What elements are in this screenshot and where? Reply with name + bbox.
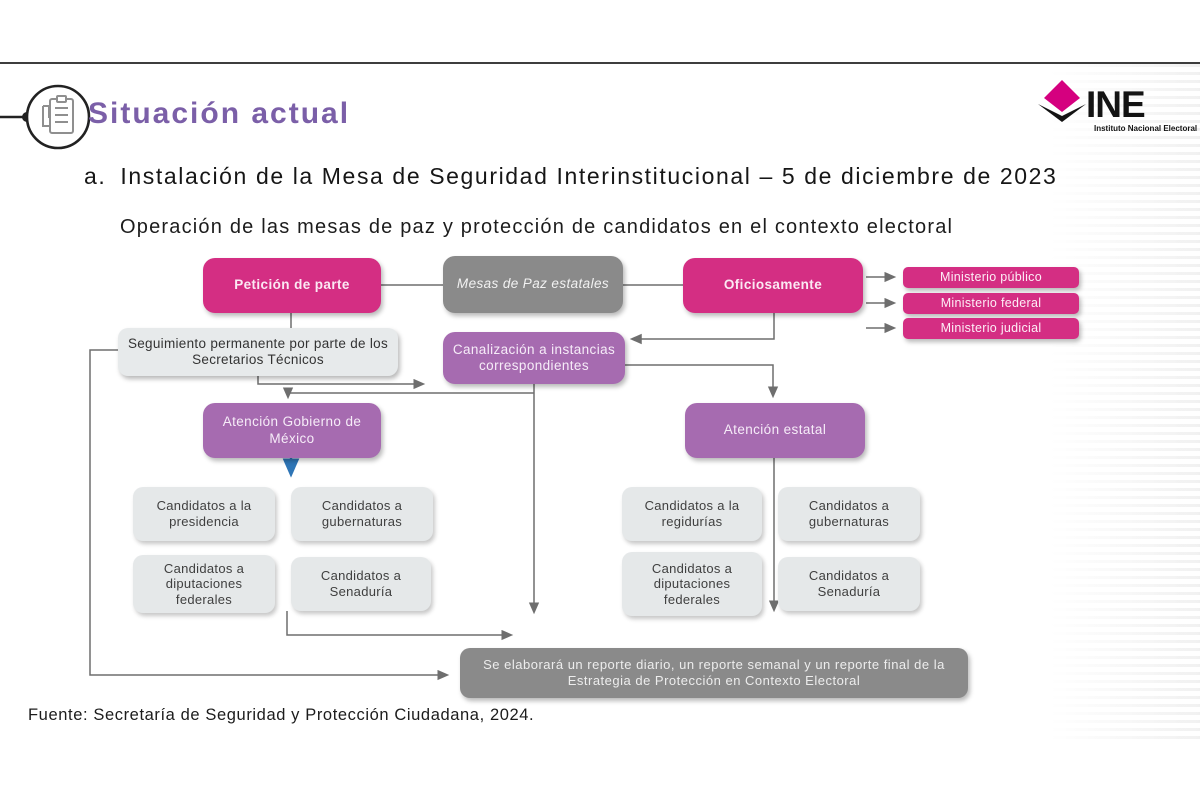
node-candidatos-gubernaturas-izq: Candidatos a gubernaturas <box>291 487 433 541</box>
node-candidatos-senaduria-izq: Candidatos a Senaduría <box>291 557 431 611</box>
heading-list-marker: a. <box>84 163 107 189</box>
heading-text: Instalación de la Mesa de Seguridad Inte… <box>120 163 1058 189</box>
node-seguimiento-permanente: Seguimiento permanente por parte de los … <box>118 328 398 376</box>
node-canalizacion: Canalización a instancias correspondient… <box>443 332 625 384</box>
node-candidatos-gubernaturas-der: Candidatos a gubernaturas <box>778 487 920 541</box>
node-candidatos-diputaciones-izq: Candidatos a diputaciones federales <box>133 555 275 613</box>
node-peticion-de-parte: Petición de parte <box>203 258 381 313</box>
top-divider-line <box>0 62 1200 64</box>
node-candidatos-diputaciones-der: Candidatos a diputaciones federales <box>622 552 762 616</box>
node-oficiosamente: Oficiosamente <box>683 258 863 313</box>
right-stripe-fade <box>1050 64 1200 740</box>
page-title: Situación actual <box>88 97 351 130</box>
node-mesas-de-paz: Mesas de Paz estatales <box>443 256 623 313</box>
node-reporte: Se elaborará un reporte diario, un repor… <box>460 648 968 698</box>
slide-subtitle: Operación de las mesas de paz y protecci… <box>120 216 954 238</box>
node-atencion-gobierno: Atención Gobierno de México <box>203 403 381 458</box>
node-candidatos-regidurias: Candidatos a la regidurías <box>622 487 762 541</box>
node-atencion-estatal: Atención estatal <box>685 403 865 458</box>
slide-heading: a. Instalación de la Mesa de Seguridad I… <box>84 163 1154 190</box>
node-ministerio-publico: Ministerio público <box>903 267 1079 288</box>
node-ministerio-judicial: Ministerio judicial <box>903 318 1079 339</box>
source-citation: Fuente: Secretaría de Seguridad y Protec… <box>28 706 535 724</box>
node-candidatos-presidencia: Candidatos a la presidencia <box>133 487 275 541</box>
node-ministerio-federal: Ministerio federal <box>903 293 1079 314</box>
node-candidatos-senaduria-der: Candidatos a Senaduría <box>778 557 920 611</box>
